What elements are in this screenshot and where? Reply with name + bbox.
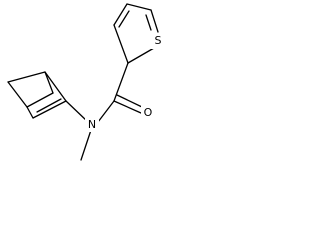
sulfur-label-bg xyxy=(151,34,164,49)
bond-c5-c4 xyxy=(26,106,34,119)
bond-c2-carbonyl xyxy=(113,62,129,102)
bond-nitrogen-methyl xyxy=(80,129,92,161)
bond-c5-s-double xyxy=(145,14,152,31)
oxygen-atom-label: O xyxy=(144,106,153,119)
bond-c4-c3-double xyxy=(36,98,62,113)
bond-c4-c5 xyxy=(126,3,152,11)
thiophene-ring xyxy=(113,3,159,64)
bond-s-c2 xyxy=(127,47,155,64)
bond-carbonyl-oxygen-double xyxy=(116,94,143,108)
amide-group xyxy=(97,62,143,123)
bond-c3-c4 xyxy=(113,3,128,26)
nitrogen-substituents xyxy=(65,100,92,161)
chemical-structure-diagram: S O N xyxy=(7,3,164,161)
nitrogen-atom-label: N xyxy=(88,118,96,131)
bond-c2-c3 xyxy=(113,24,129,64)
bond-c7-c4 xyxy=(26,92,54,108)
bond-c2-c1 xyxy=(44,71,67,102)
bond-c3-c4-double xyxy=(118,10,130,28)
oxygen-label-bg xyxy=(141,105,155,120)
norbornene-ring xyxy=(7,71,67,119)
nitrogen-label-bg xyxy=(85,117,99,132)
bond-nitrogen-norbornenyl xyxy=(65,100,89,123)
bond-c6-c5 xyxy=(7,81,28,108)
atom-labels: S O N xyxy=(85,34,164,132)
bond-c5-s xyxy=(150,9,159,33)
bond-c4-c3 xyxy=(32,100,67,119)
sulfur-atom-label: S xyxy=(155,34,162,47)
bond-c1-c7 xyxy=(44,71,54,94)
bond-c1-c6 xyxy=(7,71,46,83)
bond-carbonyl-oxygen xyxy=(113,100,142,114)
bond-carbonyl-nitrogen xyxy=(97,100,115,123)
